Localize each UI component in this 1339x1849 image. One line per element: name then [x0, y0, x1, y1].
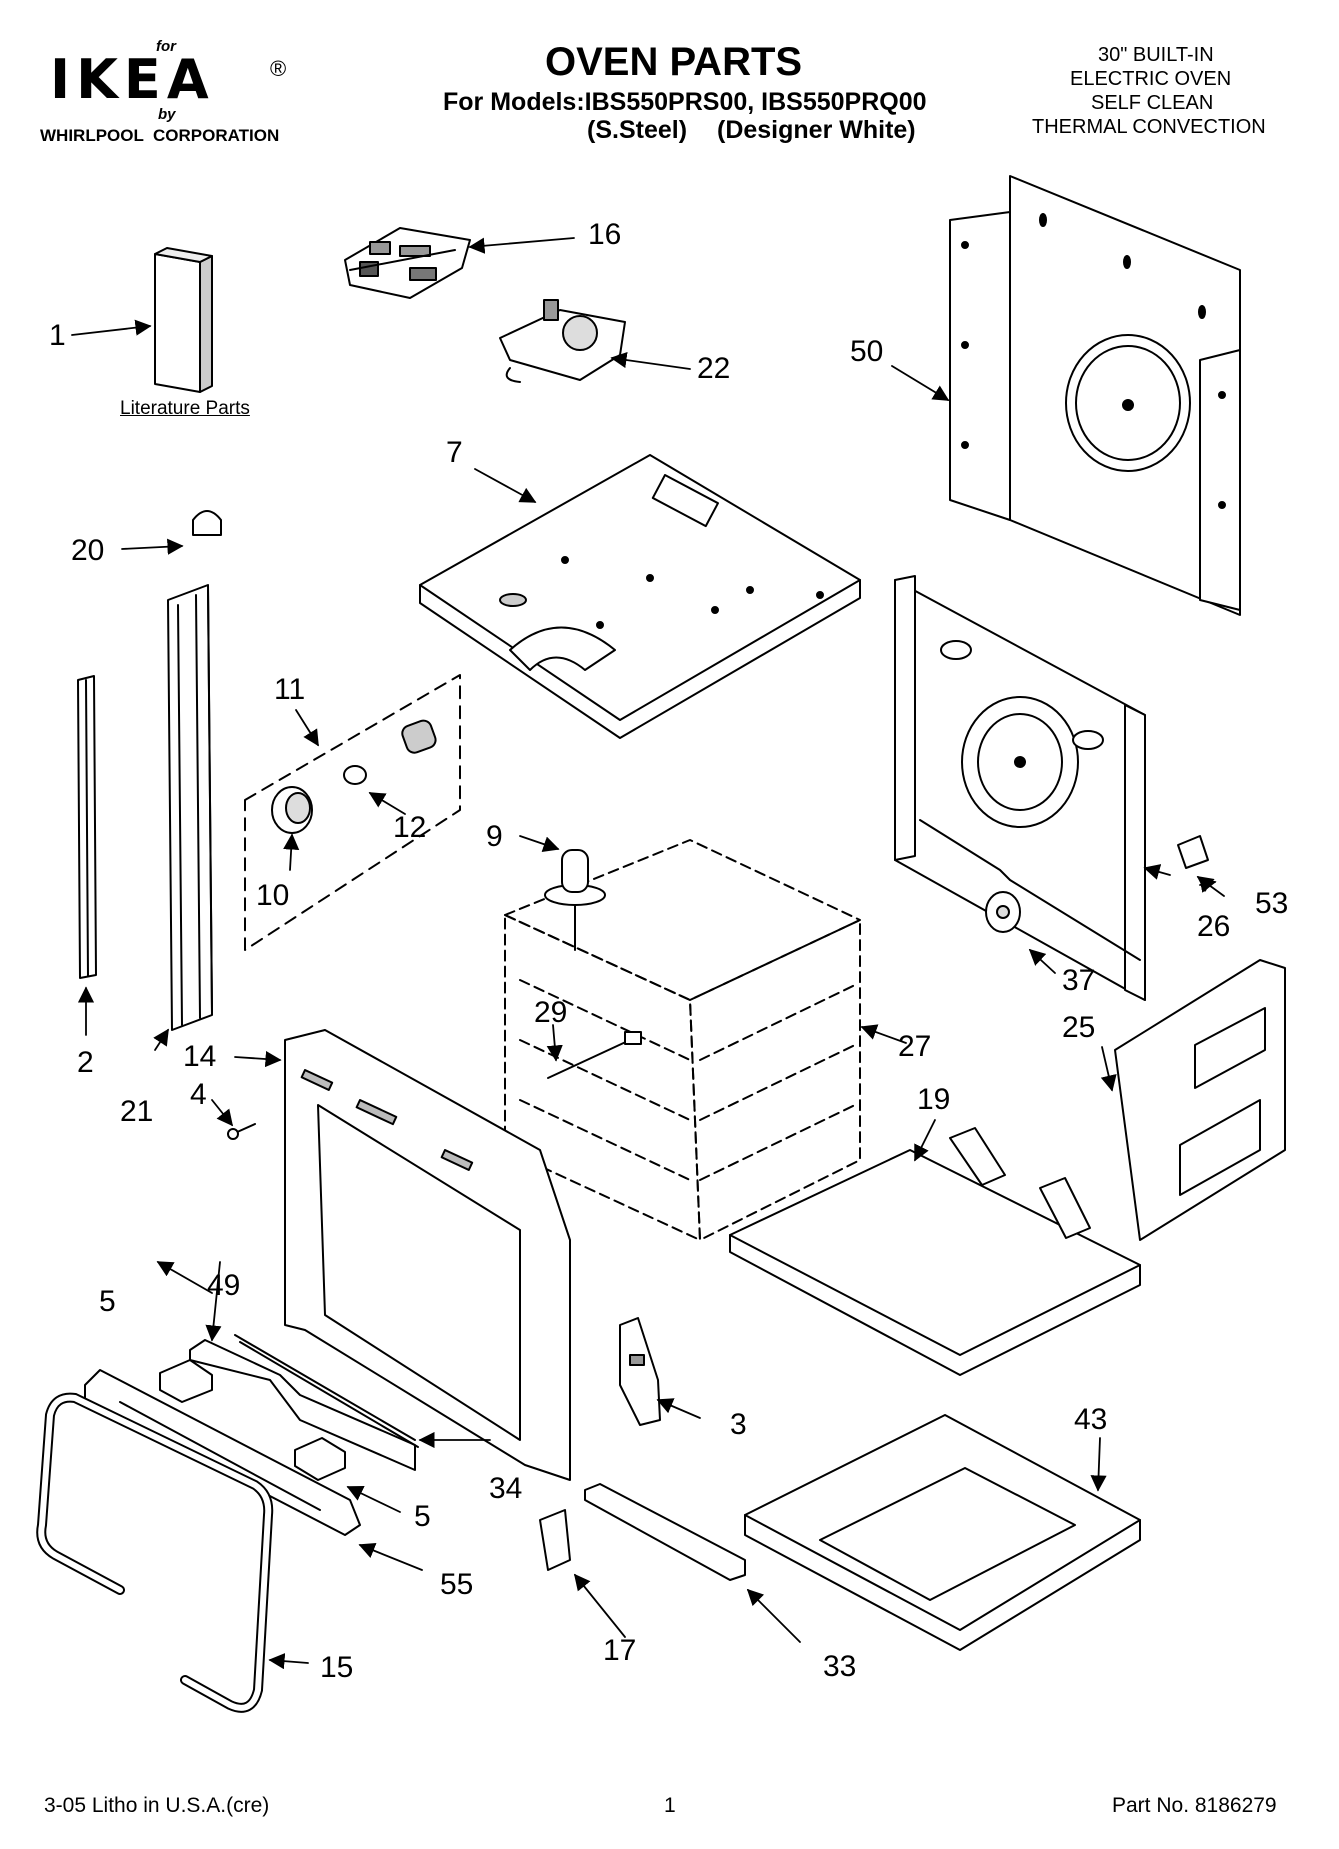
part-25-side-panel — [1114, 959, 1286, 1241]
callout-19: 19 — [917, 1083, 951, 1116]
registered-mark: ® — [270, 56, 287, 81]
callout-26: 26 — [1197, 910, 1231, 943]
part-22-door-lock — [499, 299, 626, 383]
callout-55: 55 — [440, 1568, 474, 1601]
brand-for: for — [156, 38, 176, 55]
callout-29: 29 — [534, 996, 568, 1029]
product-line-3: SELF CLEAN — [1091, 92, 1214, 114]
part-17-bracket — [539, 1509, 571, 1571]
callout-20: 20 — [71, 534, 105, 567]
callout-17: 17 — [603, 1634, 637, 1667]
callout-50: 50 — [850, 335, 884, 368]
callout-12: 12 — [393, 811, 427, 844]
brand-by: by — [158, 106, 176, 123]
callout-49: 49 — [207, 1269, 241, 1302]
part-34-strip — [234, 1334, 419, 1448]
callout-11: 11 — [274, 673, 306, 706]
callout-53: 53 — [1255, 887, 1289, 920]
callout-21: 21 — [120, 1095, 154, 1128]
part-2-side-trim — [77, 675, 97, 979]
part-4-screw — [227, 1123, 256, 1140]
callout-27: 27 — [898, 1030, 932, 1063]
part-9-element — [544, 849, 606, 951]
product-line-1: 30" BUILT-IN — [1098, 44, 1214, 66]
part-37-thermostat — [985, 891, 1021, 933]
callout-33: 33 — [823, 1650, 857, 1683]
callout-3: 3 — [730, 1408, 747, 1441]
part-33-strip — [584, 1483, 746, 1581]
models-line: For Models:IBS550PRS00, IBS550PRQ00 — [443, 88, 927, 116]
part-53-bracket — [1177, 835, 1209, 869]
part-49-seal — [189, 1339, 416, 1471]
part-50-rear-panel — [949, 175, 1241, 616]
part-3-bracket — [619, 1317, 661, 1426]
ikea-logo: IKEA — [50, 48, 215, 111]
part-16-control-board — [344, 227, 471, 299]
callout-37: 37 — [1062, 964, 1096, 997]
part-19-tray — [729, 1127, 1141, 1376]
callout-9: 9 — [486, 820, 503, 853]
part-14-front-frame — [284, 1029, 571, 1481]
callout-22: 22 — [697, 352, 731, 385]
part-21-side-trim — [167, 584, 213, 1031]
part-11-knob-kit — [244, 674, 461, 951]
callout-43: 43 — [1074, 1403, 1108, 1436]
part-1-literature — [154, 247, 213, 393]
callout-4: 4 — [190, 1078, 207, 1111]
part-5-block-a — [159, 1359, 213, 1403]
part-43-bottom-pan — [744, 1414, 1141, 1651]
part-15-gasket — [36, 1392, 274, 1713]
callout-14: 14 — [183, 1040, 217, 1073]
callout-15: 15 — [320, 1651, 354, 1684]
part-26-side-panel — [894, 575, 1146, 1001]
footer-part-number: Part No. 8186279 — [1112, 1794, 1277, 1817]
footer-litho: 3-05 Litho in U.S.A.(cre) — [44, 1794, 270, 1817]
product-line-4: THERMAL CONVECTION — [1032, 116, 1266, 138]
callout-16: 16 — [588, 218, 622, 251]
callout-2: 2 — [77, 1046, 94, 1079]
callout-1: 1 — [49, 319, 66, 352]
product-line-2: ELECTRIC OVEN — [1070, 68, 1232, 90]
footer-page-number: 1 — [664, 1794, 676, 1817]
whirlpool-corporation: WHIRLPOOL CORPORATION — [40, 126, 280, 145]
finish-stainless: (S.Steel) — [587, 116, 688, 144]
part-7-top-panel — [419, 454, 861, 739]
part-20-cap — [192, 510, 222, 536]
callout-10: 10 — [256, 879, 290, 912]
callout-5b: 5 — [414, 1500, 431, 1533]
callout-25: 25 — [1062, 1011, 1096, 1044]
callout-5a: 5 — [99, 1285, 116, 1318]
literature-parts-label: Literature Parts — [120, 398, 250, 419]
callout-7: 7 — [446, 436, 463, 469]
part-29-sensor — [547, 1031, 642, 1079]
finish-designer-white: (Designer White) — [717, 116, 916, 144]
callout-34: 34 — [489, 1472, 523, 1505]
leader-arrows — [71, 237, 1225, 1670]
page-title: OVEN PARTS — [545, 40, 803, 84]
part-5-block-b — [294, 1437, 346, 1481]
